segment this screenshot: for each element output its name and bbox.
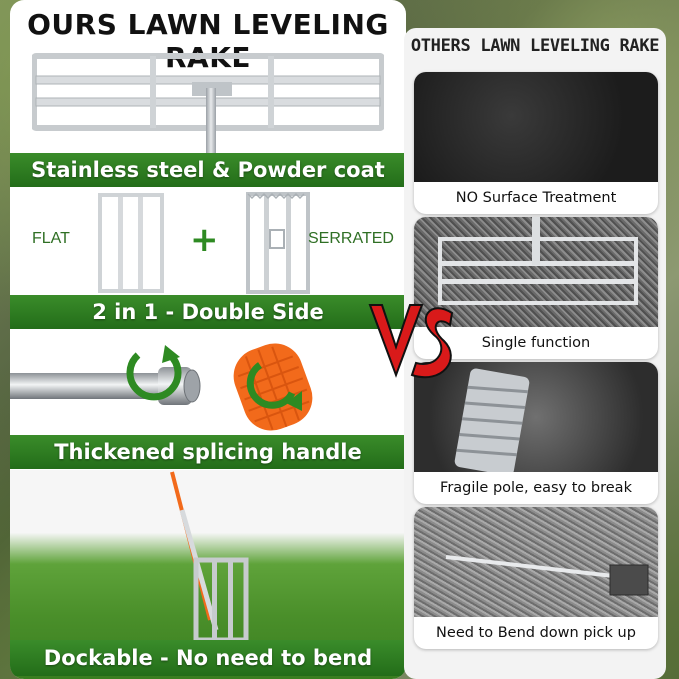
ground-rake-image bbox=[414, 507, 658, 617]
ours-panel: OURS LAWN LEVELING RAKE Stainless steel … bbox=[10, 0, 406, 679]
others-card-single-function: Single function bbox=[414, 217, 658, 359]
card-label: NO Surface Treatment bbox=[455, 190, 617, 206]
others-title: OTHERS LAWN LEVELING RAKE bbox=[410, 36, 660, 56]
vs-graphic: VS bbox=[360, 285, 454, 379]
others-card-fragile-pole: Fragile pole, easy to break bbox=[414, 362, 658, 504]
surface-image bbox=[414, 72, 658, 182]
card-label: Fragile pole, easy to break bbox=[440, 480, 632, 496]
broken-pole-image bbox=[414, 362, 658, 472]
single-rake-image bbox=[414, 217, 658, 327]
feature-band-double-side: 2 in 1 - Double Side bbox=[10, 295, 406, 329]
vs-text: VS bbox=[360, 285, 362, 286]
others-card-bend-down: Need to Bend down pick up bbox=[414, 507, 658, 649]
splicing-handle-image bbox=[10, 343, 313, 431]
feature-band-handle: Thickened splicing handle bbox=[10, 435, 406, 469]
ours-title: OURS LAWN LEVELING RAKE bbox=[27, 8, 389, 74]
card-label: Need to Bend down pick up bbox=[436, 625, 636, 641]
rake-handle-image bbox=[206, 88, 216, 156]
serrated-label: SERRATED bbox=[308, 230, 394, 247]
card-label: Single function bbox=[481, 335, 591, 351]
flat-label: FLAT bbox=[32, 230, 70, 247]
serrated-rake-image bbox=[246, 192, 310, 294]
others-card-surface: NO Surface Treatment bbox=[414, 72, 658, 214]
flat-rake-image bbox=[98, 193, 164, 293]
feature-band-material: Stainless steel & Powder coat bbox=[10, 153, 406, 187]
plus-sign: + bbox=[190, 220, 219, 260]
feature-band-dockable: Dockable - No need to bend bbox=[10, 640, 406, 676]
